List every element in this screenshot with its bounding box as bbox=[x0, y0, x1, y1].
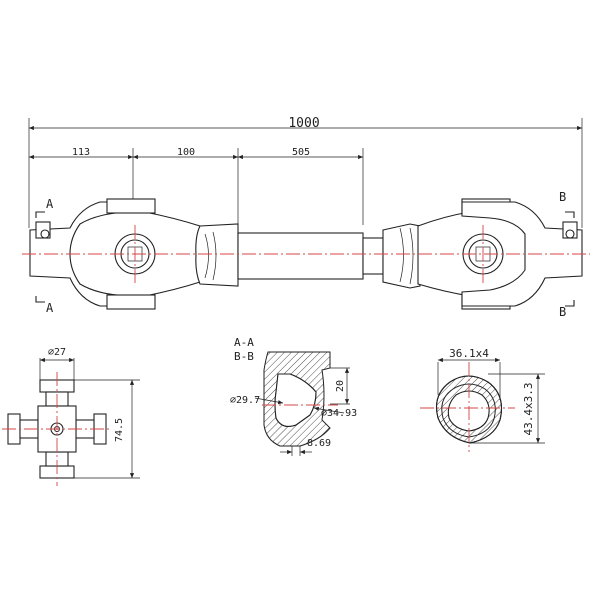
right-sleeve bbox=[382, 223, 421, 289]
tube-length-label: 505 bbox=[292, 147, 310, 158]
drive-shaft bbox=[29, 198, 583, 310]
overall-length-label: 1000 bbox=[288, 116, 319, 131]
dimension-lines bbox=[28, 118, 583, 228]
section-mark-b-bottom: B bbox=[559, 305, 566, 319]
profile-height-label: 20 bbox=[335, 380, 346, 392]
section-label-b: B-B bbox=[234, 350, 254, 363]
section-mark-a-bottom: A bbox=[46, 301, 54, 315]
left-sleeve bbox=[195, 223, 239, 287]
tube-height-label: 43.4x3.3 bbox=[522, 383, 535, 436]
section-mark-a-top: A bbox=[46, 197, 54, 211]
inner-diameter-label: ⌀29.7 bbox=[230, 395, 260, 406]
wall-thickness-label: 8.69 bbox=[307, 438, 331, 449]
tube bbox=[237, 232, 364, 280]
tube-width-label: 36.1x4 bbox=[449, 347, 489, 360]
profile-section-view bbox=[263, 351, 331, 447]
section-label-a: A-A bbox=[234, 336, 254, 349]
cross-length-label: 74.5 bbox=[114, 418, 125, 442]
end-offset-label: 113 bbox=[72, 147, 90, 158]
outer-diameter-label: ⌀34.93 bbox=[321, 408, 357, 419]
section-mark-b-top: B bbox=[559, 190, 566, 204]
cross-diameter-label: ⌀27 bbox=[48, 347, 66, 358]
section-marks bbox=[35, 211, 575, 307]
yoke-length-label: 100 bbox=[177, 147, 195, 158]
